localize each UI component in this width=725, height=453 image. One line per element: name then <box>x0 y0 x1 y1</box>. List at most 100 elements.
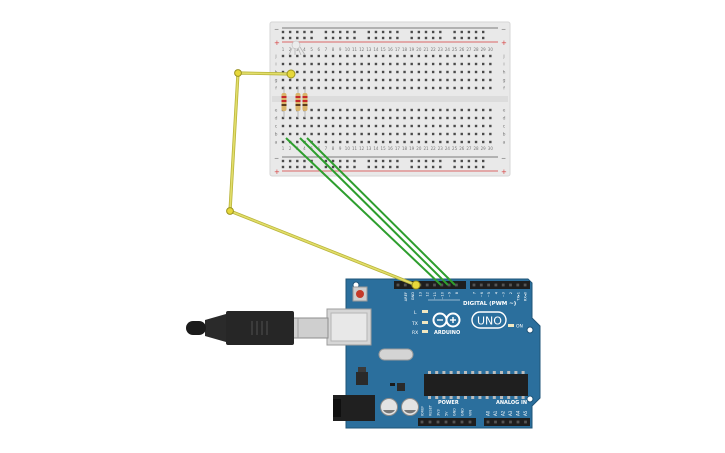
rail-hole[interactable] <box>367 30 370 34</box>
terminal-hole[interactable] <box>474 124 478 128</box>
power-pin[interactable] <box>468 420 472 424</box>
rail-hole[interactable] <box>353 159 356 163</box>
rail-hole[interactable] <box>460 30 463 34</box>
header-pin[interactable] <box>472 283 476 287</box>
terminal-hole[interactable] <box>410 124 413 128</box>
terminal-hole[interactable] <box>417 78 421 82</box>
terminal-hole[interactable] <box>389 86 392 90</box>
terminal-hole[interactable] <box>431 124 435 128</box>
terminal-hole[interactable] <box>331 62 335 66</box>
terminal-hole[interactable] <box>303 54 306 58</box>
terminal-hole[interactable] <box>403 132 406 136</box>
rail-hole[interactable] <box>331 30 335 34</box>
terminal-hole[interactable] <box>467 124 471 128</box>
rail-hole[interactable] <box>331 165 335 169</box>
terminal-hole[interactable] <box>474 54 478 58</box>
terminal-hole[interactable] <box>296 124 299 128</box>
header-pin[interactable] <box>425 283 429 287</box>
analog-pin[interactable] <box>516 420 520 424</box>
terminal-hole[interactable] <box>417 54 421 58</box>
terminal-hole[interactable] <box>367 78 370 82</box>
terminal-hole[interactable] <box>489 54 492 58</box>
terminal-hole[interactable] <box>288 132 292 136</box>
terminal-hole[interactable] <box>431 62 435 66</box>
terminal-hole[interactable] <box>482 124 485 128</box>
terminal-hole[interactable] <box>439 62 442 66</box>
rail-hole[interactable] <box>460 159 463 163</box>
terminal-hole[interactable] <box>439 116 442 120</box>
terminal-hole[interactable] <box>360 78 363 82</box>
rail-hole[interactable] <box>324 30 328 34</box>
terminal-hole[interactable] <box>489 78 492 82</box>
rail-hole[interactable] <box>467 159 471 163</box>
terminal-hole[interactable] <box>324 124 328 128</box>
rail-hole[interactable] <box>346 159 349 163</box>
terminal-hole[interactable] <box>339 78 342 82</box>
terminal-hole[interactable] <box>331 108 335 112</box>
rail-hole[interactable] <box>417 159 421 163</box>
wire-green-red-channel[interactable] <box>285 137 442 286</box>
terminal-hole[interactable] <box>339 54 342 58</box>
terminal-hole[interactable] <box>339 140 342 144</box>
rail-hole[interactable] <box>482 165 485 169</box>
terminal-hole[interactable] <box>467 62 471 66</box>
terminal-hole[interactable] <box>460 124 463 128</box>
terminal-hole[interactable] <box>374 62 378 66</box>
rail-hole[interactable] <box>474 30 478 34</box>
rail-hole[interactable] <box>410 165 413 169</box>
terminal-hole[interactable] <box>439 132 442 136</box>
terminal-hole[interactable] <box>367 140 370 144</box>
terminal-hole[interactable] <box>424 54 428 58</box>
terminal-hole[interactable] <box>296 132 299 136</box>
rail-hole[interactable] <box>410 30 413 34</box>
resistor-1[interactable] <box>281 86 287 118</box>
terminal-hole[interactable] <box>417 140 421 144</box>
terminal-hole[interactable] <box>303 116 306 120</box>
terminal-hole[interactable] <box>381 108 385 112</box>
terminal-hole[interactable] <box>353 78 356 82</box>
terminal-hole[interactable] <box>410 108 413 112</box>
terminal-hole[interactable] <box>374 108 378 112</box>
terminal-hole[interactable] <box>310 124 313 128</box>
terminal-hole[interactable] <box>489 62 492 66</box>
terminal-hole[interactable] <box>317 124 320 128</box>
terminal-hole[interactable] <box>374 140 378 144</box>
rail-hole[interactable] <box>381 30 385 34</box>
terminal-hole[interactable] <box>410 70 413 74</box>
terminal-hole[interactable] <box>339 116 342 120</box>
analog-pin[interactable] <box>494 420 497 424</box>
terminal-hole[interactable] <box>403 116 406 120</box>
rail-hole[interactable] <box>331 159 335 163</box>
terminal-hole[interactable] <box>281 78 285 82</box>
terminal-hole[interactable] <box>303 62 306 66</box>
terminal-hole[interactable] <box>460 140 463 144</box>
rail-hole[interactable] <box>374 165 378 169</box>
terminal-hole[interactable] <box>439 54 442 58</box>
terminal-hole[interactable] <box>489 116 492 120</box>
rail-hole[interactable] <box>431 30 435 34</box>
terminal-hole[interactable] <box>482 140 485 144</box>
rail-hole[interactable] <box>281 36 285 40</box>
header-pin[interactable] <box>523 283 527 287</box>
terminal-hole[interactable] <box>296 140 299 144</box>
usb-cable[interactable] <box>186 311 329 345</box>
terminal-hole[interactable] <box>310 54 313 58</box>
terminal-hole[interactable] <box>367 54 370 58</box>
terminal-hole[interactable] <box>453 116 456 120</box>
terminal-hole[interactable] <box>360 70 363 74</box>
terminal-hole[interactable] <box>467 140 471 144</box>
terminal-hole[interactable] <box>367 132 370 136</box>
terminal-hole[interactable] <box>403 78 406 82</box>
rail-hole[interactable] <box>367 165 370 169</box>
terminal-hole[interactable] <box>389 124 392 128</box>
terminal-hole[interactable] <box>288 108 292 112</box>
terminal-hole[interactable] <box>439 86 442 90</box>
terminal-hole[interactable] <box>474 62 478 66</box>
power-pin[interactable] <box>428 420 432 424</box>
rail-hole[interactable] <box>467 30 471 34</box>
resistor-3[interactable] <box>302 86 308 118</box>
terminal-hole[interactable] <box>417 70 421 74</box>
terminal-hole[interactable] <box>288 124 292 128</box>
wire-bend-point[interactable] <box>226 207 234 215</box>
terminal-hole[interactable] <box>317 54 320 58</box>
